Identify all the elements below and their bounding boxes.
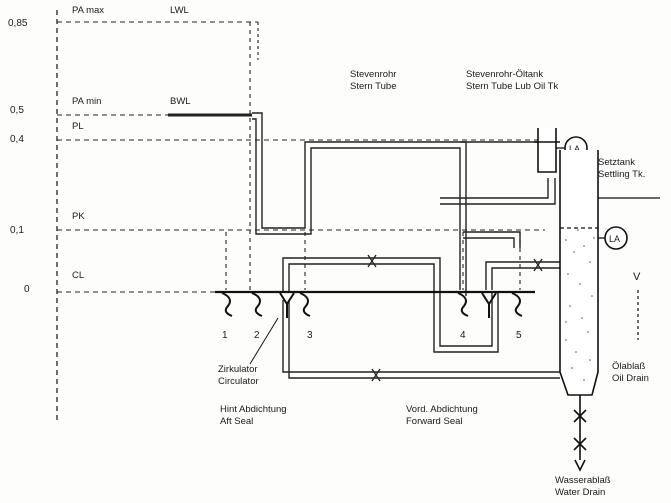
circulator-leader [249,317,279,365]
oil-drain-label-de: Ölablaß [612,361,645,372]
oil-drain-label-en: Oil Drain [612,373,649,384]
level-value-04: 0,4 [10,134,24,145]
settling-tank-label-de: Setztank [598,157,635,168]
aft-seal-label-en: Aft Seal [220,416,253,427]
seal-number-5: 5 [516,330,522,341]
water-drain-label-de: Wasserablaß [555,475,611,486]
oil-drain-valve-symbol: V [633,271,641,283]
level-label-pl: PL [72,121,84,132]
circulator-label-en: Circulator [218,376,259,387]
aft-seal-rings [221,292,311,318]
level-lines [57,21,545,293]
level-label-lwl: LWL [170,5,189,16]
seal-number-4: 4 [460,330,466,341]
seal-number-2: 2 [254,330,260,341]
level-alarm-1-text: LA [569,144,580,154]
level-label-pk: PK [72,211,85,222]
water-drain-line [573,395,587,472]
level-label-pamin: PA min [72,96,101,107]
oil-tank [534,128,560,173]
fwd-seal-label-en: Forward Seal [406,416,463,427]
settling-tank-label-en: Settling Tk. [598,169,645,180]
level-label-bwl: BWL [170,96,191,107]
aft-seal-label-de: Hint Abdichtung [220,404,287,415]
oil-tank-label-en: Stern Tube Lub Oil Tk [466,81,558,92]
settling-tank-sediment [565,229,595,381]
level-value-0: 0 [24,284,30,295]
settling-tank [559,150,599,396]
oil-tank-label-de: Stevenrohr-Öltank [466,69,543,80]
level-label-pamax: PA max [72,5,104,16]
level-value-01: 0,1 [10,225,24,236]
fwd-seal-label-de: Vord. Abdichtung [406,404,478,415]
seal-number-1: 1 [222,330,228,341]
level-label-cl: CL [72,270,84,281]
level-value-085: 0,85 [8,18,28,29]
stern-tube-label-de: Stevenrohr [350,69,396,80]
fwd-seal-rings [457,292,523,318]
pipe-valves [367,254,543,382]
stern-tube-label-en: Stern Tube [350,81,396,92]
seal-number-3: 3 [307,330,313,341]
water-drain-label-en: Water Drain [555,487,605,498]
piping [252,112,560,379]
circulator-label-de: Zirkulator [218,364,258,375]
level-alarm-2-text: LA [609,234,620,244]
level-value-05: 0,5 [10,105,24,116]
